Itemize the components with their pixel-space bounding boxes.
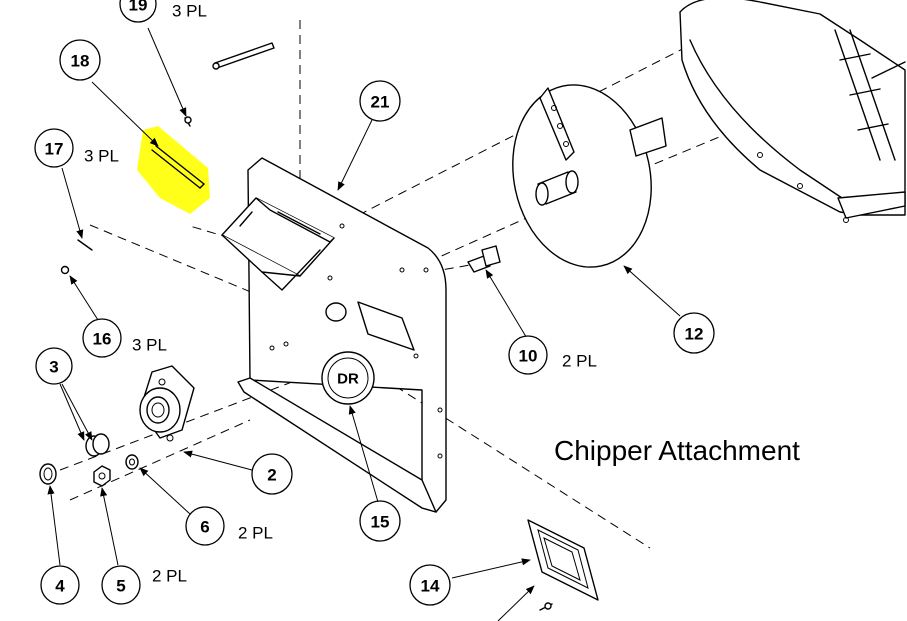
callout-number: 21 bbox=[371, 93, 390, 112]
callout-number: 5 bbox=[116, 577, 125, 596]
callout-14: 14 bbox=[409, 564, 451, 606]
callout-6: 6 2 PL bbox=[185, 506, 273, 546]
main-plate: DR bbox=[221, 157, 447, 513]
callout-bubble bbox=[185, 506, 225, 546]
callout-bubble bbox=[359, 500, 401, 542]
callout-17: 17 3 PL bbox=[34, 128, 119, 168]
leader-lines bbox=[47, 27, 681, 621]
callout-2: 2 bbox=[251, 453, 293, 495]
part-3-washers bbox=[85, 433, 110, 457]
chipper-disc bbox=[512, 84, 667, 268]
callout-number: 3 bbox=[49, 358, 58, 377]
callout-quantity: 2 PL bbox=[562, 352, 597, 371]
highlight-mark bbox=[137, 126, 210, 214]
callout-number: 12 bbox=[685, 325, 704, 344]
part-18-pin bbox=[151, 145, 205, 189]
callout-bubble bbox=[34, 128, 74, 168]
part-14-flange bbox=[527, 519, 599, 611]
callout-10: 10 2 PL bbox=[508, 335, 597, 375]
callout-19: 19 3 PL bbox=[119, 0, 207, 23]
callout-15: 15 bbox=[359, 500, 401, 542]
callout-number: 10 bbox=[519, 347, 538, 366]
callout-bubble bbox=[673, 312, 715, 354]
callout-3: 3 bbox=[35, 347, 73, 385]
callout-quantity: 3 PL bbox=[84, 147, 119, 166]
callout-16: 16 3 PL bbox=[82, 318, 167, 358]
callout-bubble bbox=[59, 39, 101, 81]
callout-4: 4 bbox=[40, 565, 80, 605]
callout-bubble bbox=[359, 80, 401, 122]
callout-number: 14 bbox=[421, 577, 440, 596]
part-4-ring bbox=[39, 463, 57, 485]
callout-number: 15 bbox=[371, 513, 390, 532]
callout-number: 4 bbox=[55, 577, 65, 596]
callout-bubble bbox=[82, 318, 122, 358]
callout-group: 19 3 PL 18 17 3 PL 21 16 3 PL 3 2 6 2 PL 4 5 2 PL 15 10 2… bbox=[34, 0, 715, 606]
part-10-bolt bbox=[467, 245, 501, 273]
part-6-washer bbox=[125, 454, 139, 470]
callout-number: 6 bbox=[200, 518, 209, 537]
part-19-bolt bbox=[184, 42, 275, 127]
callout-bubble bbox=[119, 0, 157, 23]
callout-bubble bbox=[101, 565, 141, 605]
callout-bubble bbox=[508, 335, 548, 375]
part-2-bearing bbox=[139, 365, 195, 442]
callout-bubble bbox=[40, 565, 80, 605]
callout-21: 21 bbox=[359, 80, 401, 122]
callout-quantity: 2 PL bbox=[238, 524, 273, 543]
callout-number: 18 bbox=[71, 52, 90, 71]
part-5-nut bbox=[93, 465, 111, 487]
callout-bubble bbox=[251, 453, 293, 495]
callout-quantity: 2 PL bbox=[152, 567, 187, 586]
callout-number: 17 bbox=[45, 140, 64, 159]
callout-bubble bbox=[409, 564, 451, 606]
part-17-pin bbox=[60, 239, 93, 275]
callout-18: 18 bbox=[59, 39, 101, 81]
diagram-title: Chipper Attachment bbox=[554, 435, 800, 466]
callout-quantity: 3 PL bbox=[172, 2, 207, 21]
callout-number: 16 bbox=[93, 330, 112, 349]
callout-number: 19 bbox=[129, 0, 148, 15]
logo-text: DR bbox=[337, 371, 359, 388]
callout-5: 5 2 PL bbox=[101, 565, 187, 605]
housing-cover bbox=[679, 0, 906, 223]
callout-12: 12 bbox=[673, 312, 715, 354]
callout-number: 2 bbox=[267, 466, 276, 485]
callout-bubble bbox=[35, 347, 73, 385]
callout-quantity: 3 PL bbox=[132, 336, 167, 355]
